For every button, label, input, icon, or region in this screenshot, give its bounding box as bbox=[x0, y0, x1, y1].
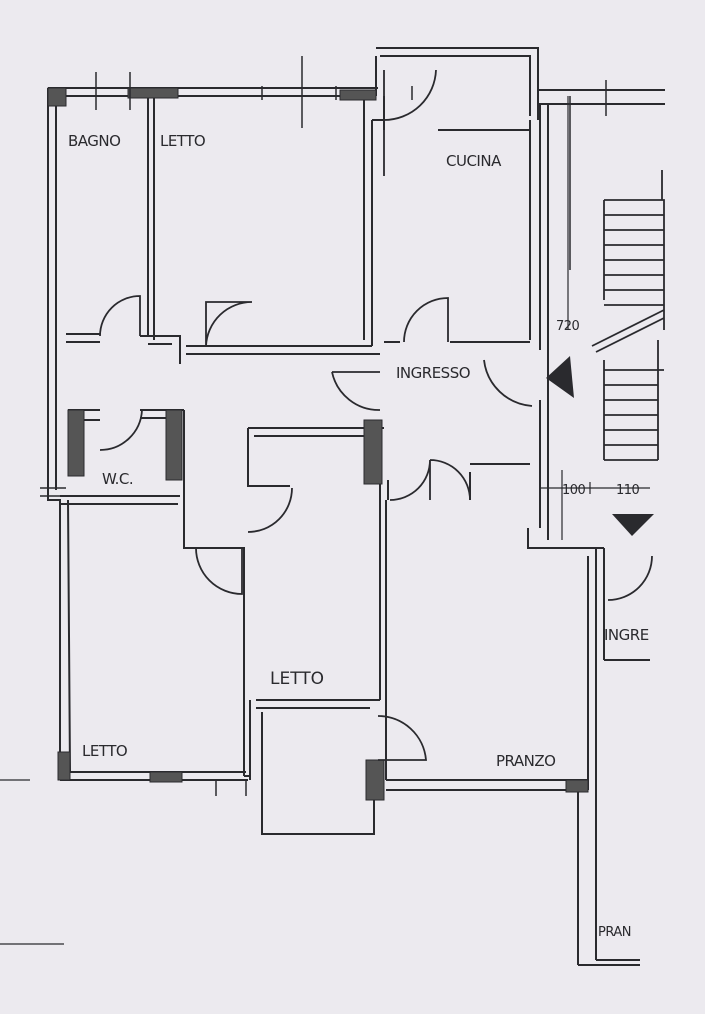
arrows bbox=[546, 356, 654, 536]
arrow-down-icon bbox=[612, 514, 654, 536]
pillars bbox=[47, 87, 589, 801]
dimension-labels: 720 100 110 bbox=[556, 319, 640, 498]
door-kitchen bbox=[403, 297, 449, 343]
label-wc: W.C. bbox=[102, 470, 133, 488]
label-pranzo: PRANZO bbox=[496, 752, 555, 770]
door-closet bbox=[377, 715, 427, 761]
door-ingresso-right bbox=[483, 359, 533, 407]
door-double bbox=[389, 459, 471, 501]
label-letto-center: LETTO bbox=[270, 669, 324, 689]
door-kitchen-balcony bbox=[383, 69, 437, 176]
label-ingresso: INGRESSO bbox=[396, 364, 470, 382]
outer-walls bbox=[47, 47, 665, 966]
dimension-110: 110 bbox=[616, 483, 640, 498]
door-letto-top bbox=[205, 301, 253, 347]
label-pran: PRAN bbox=[598, 925, 631, 940]
label-ingre: INGRE bbox=[604, 626, 649, 644]
dimension-100: 100 bbox=[562, 483, 586, 498]
door-wc bbox=[99, 409, 143, 451]
label-letto-top: LETTO bbox=[160, 132, 205, 150]
door-swings bbox=[99, 69, 653, 761]
label-cucina: CUCINA bbox=[446, 152, 502, 170]
interior-walls bbox=[60, 56, 531, 835]
room-labels: BAGNO LETTO CUCINA INGRESSO W.C. LETTO L… bbox=[68, 132, 649, 940]
door-ingre bbox=[607, 555, 653, 601]
door-corridor bbox=[195, 547, 243, 595]
windows bbox=[40, 56, 607, 796]
staircase bbox=[591, 170, 665, 461]
dimension-720: 720 bbox=[556, 319, 580, 334]
door-bagno bbox=[99, 295, 141, 337]
door-letto-center bbox=[247, 487, 293, 533]
door-ingresso-left bbox=[331, 371, 381, 411]
arrow-left-icon bbox=[546, 356, 574, 398]
label-letto-left: LETTO bbox=[82, 742, 127, 760]
label-bagno: BAGNO bbox=[68, 132, 120, 150]
dimension-lines bbox=[0, 96, 650, 945]
